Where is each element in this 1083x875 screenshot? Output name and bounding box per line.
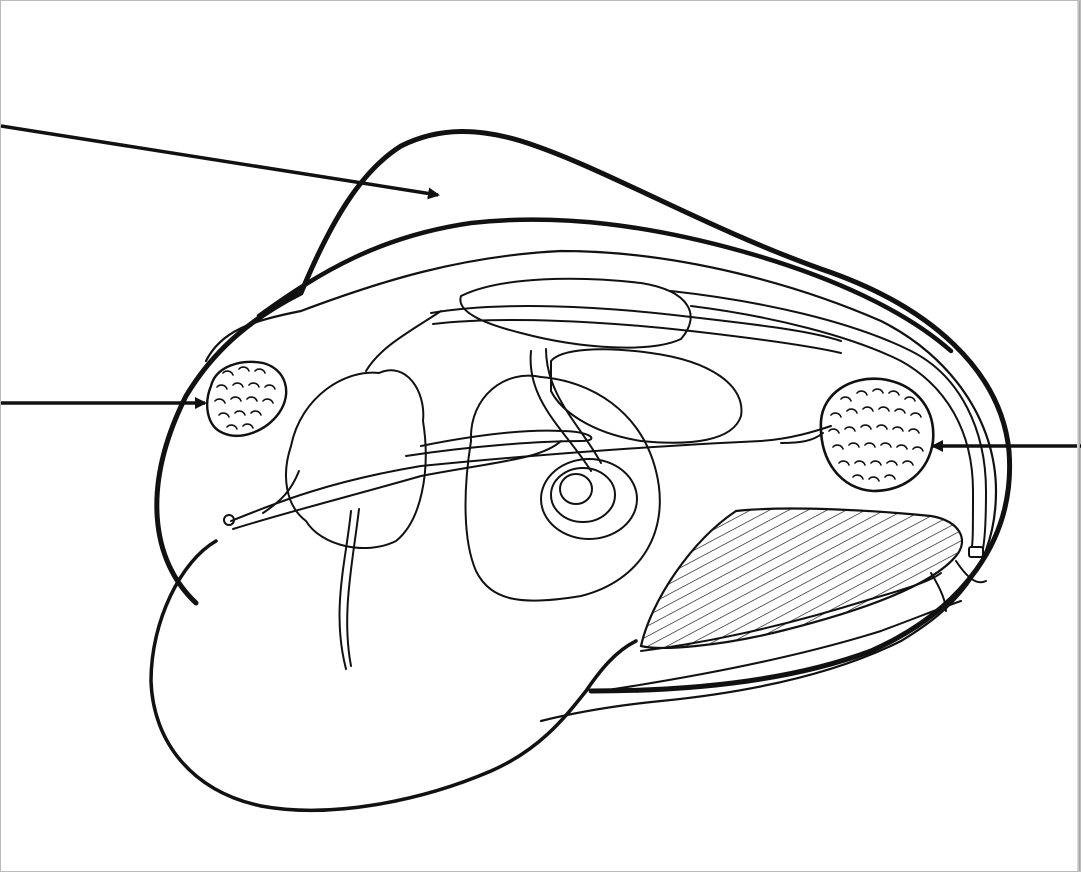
intestine-path bbox=[366, 311, 441, 371]
siphon-opening bbox=[969, 547, 983, 557]
cerebrovisceral-connective bbox=[231, 426, 831, 521]
shell-outline bbox=[157, 131, 1010, 691]
stomach bbox=[466, 376, 660, 601]
shell-inner-hinge-line bbox=[259, 220, 951, 351]
visceral-mass bbox=[286, 370, 426, 548]
arrow-upper-left bbox=[1, 126, 438, 195]
cerebrovisceral-connective-2 bbox=[233, 441, 561, 529]
foot bbox=[151, 541, 636, 810]
anterior-ganglion bbox=[207, 362, 286, 436]
